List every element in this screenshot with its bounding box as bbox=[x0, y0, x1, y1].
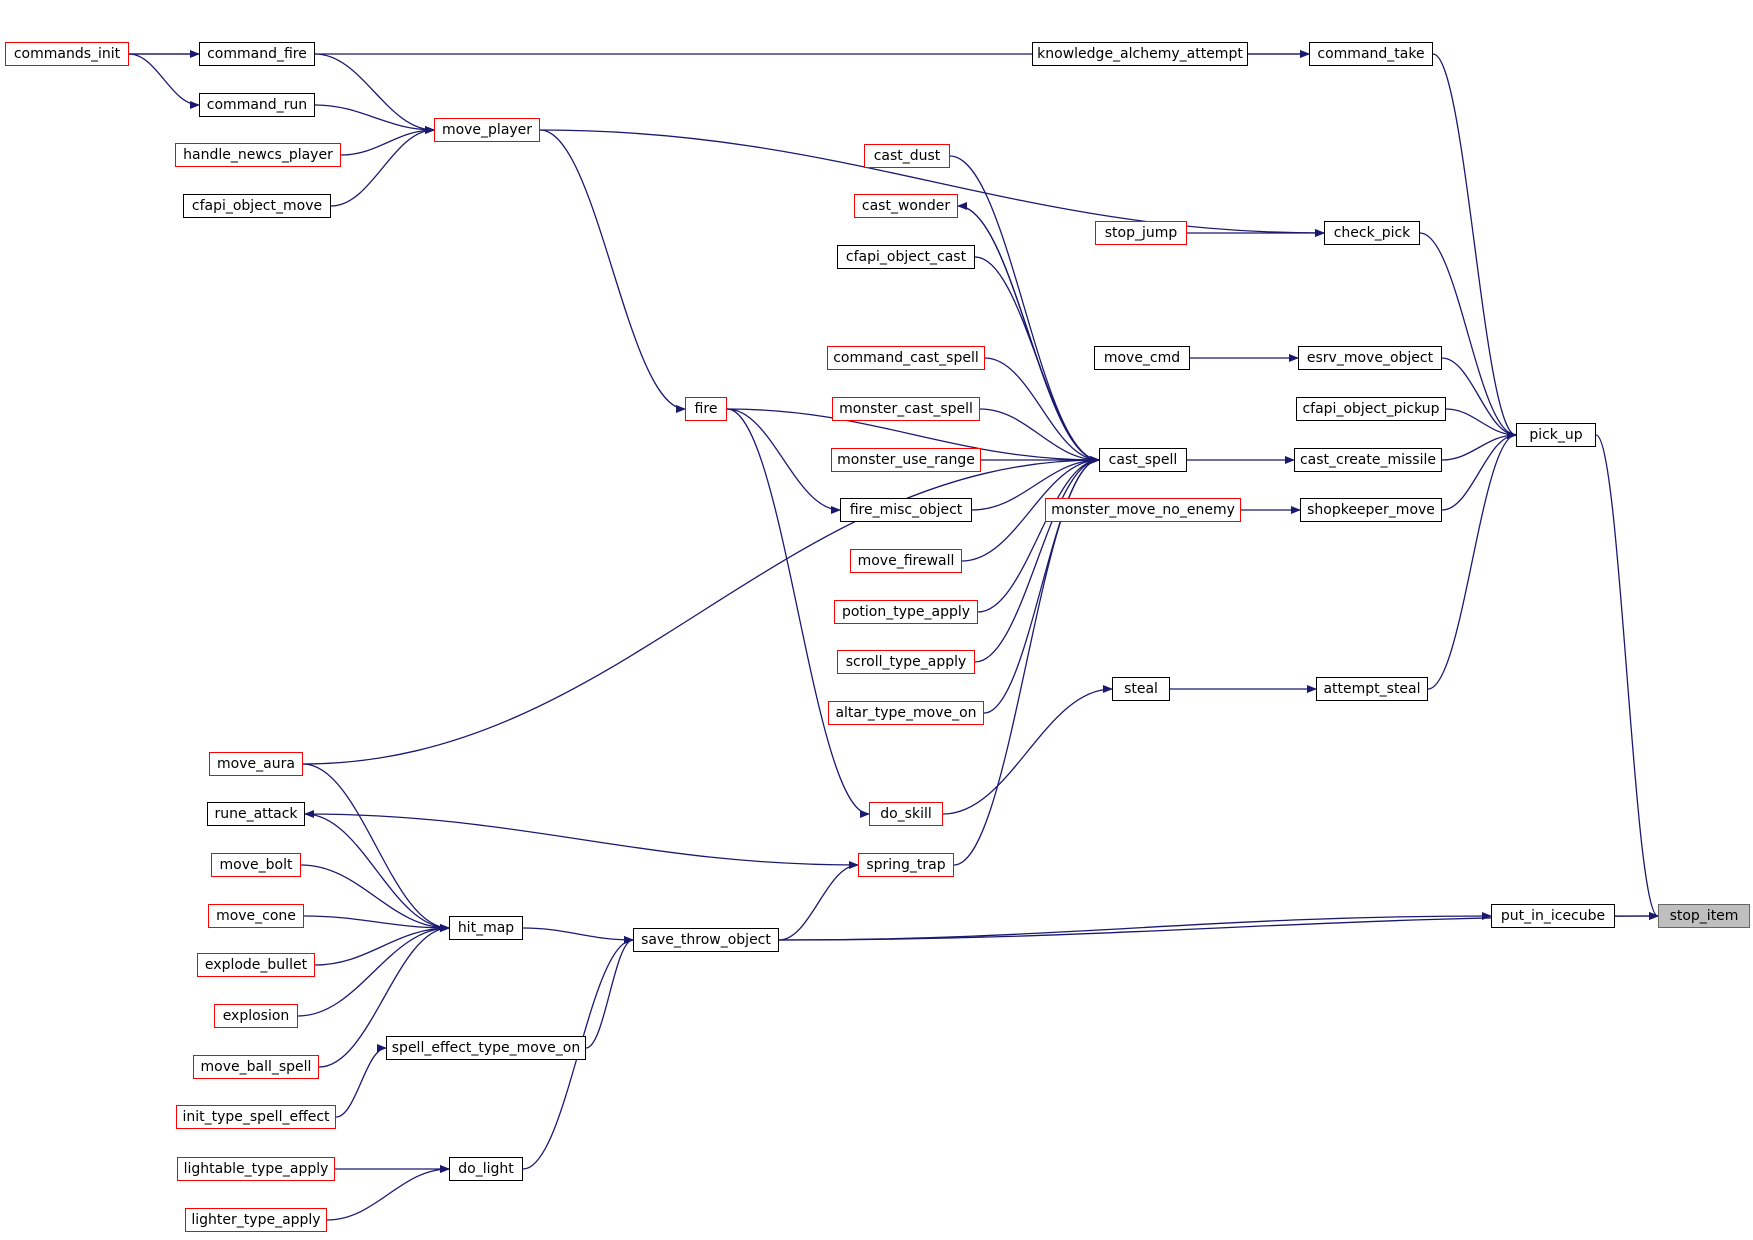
node-cfapi-object-pickup[interactable]: cfapi_object_pickup bbox=[1296, 397, 1446, 421]
edge-fire_misc_object-to-cast_spell bbox=[971, 456, 1100, 511]
node-do-skill[interactable]: do_skill bbox=[869, 802, 943, 826]
edge-attempt_steal-to-pick_up bbox=[1427, 431, 1517, 690]
edge-cfapi_object_move-to-move_player bbox=[330, 126, 435, 207]
edge-hit_map-to-save_throw_object bbox=[522, 927, 634, 944]
node-cast-spell[interactable]: cast_spell bbox=[1099, 448, 1187, 472]
edge-command_cast_spell-to-cast_spell bbox=[984, 357, 1100, 464]
node-lightable-type-apply[interactable]: lightable_type_apply bbox=[177, 1157, 335, 1181]
node-move-firewall[interactable]: move_firewall bbox=[850, 549, 962, 573]
node-fire[interactable]: fire bbox=[685, 397, 727, 421]
node-move-aura[interactable]: move_aura bbox=[209, 752, 303, 776]
node-move-player[interactable]: move_player bbox=[434, 118, 540, 142]
edge-do_skill-to-steal bbox=[942, 685, 1113, 815]
edge-move_cone-to-hit_map bbox=[303, 915, 450, 932]
node-move-cmd[interactable]: move_cmd bbox=[1094, 346, 1190, 370]
edge-move_ball_spell-to-hit_map bbox=[318, 924, 450, 1068]
node-stop-jump[interactable]: stop_jump bbox=[1095, 221, 1187, 245]
node-command-cast-spell[interactable]: command_cast_spell bbox=[827, 346, 985, 370]
edge-move_aura-to-hit_map bbox=[302, 763, 450, 932]
node-put-in-icecube[interactable]: put_in_icecube bbox=[1491, 904, 1615, 928]
node-do-light[interactable]: do_light bbox=[449, 1157, 523, 1181]
node-monster-cast-spell[interactable]: monster_cast_spell bbox=[832, 397, 980, 421]
node-move-ball-spell[interactable]: move_ball_spell bbox=[193, 1055, 319, 1079]
node-fire-misc-object[interactable]: fire_misc_object bbox=[840, 498, 972, 522]
edge-potion_type_apply-to-cast_spell bbox=[977, 456, 1100, 613]
node-command-run[interactable]: command_run bbox=[199, 93, 315, 117]
node-monster-move-no-enemy[interactable]: monster_move_no_enemy bbox=[1045, 498, 1241, 522]
edge-cfapi_object_cast-to-cast_spell bbox=[974, 256, 1100, 464]
node-init-type-spell-effect[interactable]: init_type_spell_effect bbox=[176, 1105, 336, 1129]
edge-monster_cast_spell-to-cast_spell bbox=[979, 408, 1100, 464]
edge-fire-to-do_skill bbox=[726, 408, 870, 818]
edge-move_player-to-fire bbox=[539, 129, 686, 413]
edge-esrv_move_object-to-pick_up bbox=[1441, 357, 1517, 439]
node-stop-item: stop_item bbox=[1658, 904, 1750, 928]
edge-explosion-to-hit_map bbox=[297, 924, 450, 1017]
edge-move_player-to-check_pick bbox=[539, 129, 1325, 237]
node-knowledge-alchemy-attempt[interactable]: knowledge_alchemy_attempt bbox=[1032, 42, 1248, 66]
edge-lighter_type_apply-to-do_light bbox=[326, 1165, 450, 1221]
node-esrv-move-object[interactable]: esrv_move_object bbox=[1298, 346, 1442, 370]
node-cfapi-object-cast[interactable]: cfapi_object_cast bbox=[837, 245, 975, 269]
node-explosion[interactable]: explosion bbox=[214, 1004, 298, 1028]
node-cast-create-missile[interactable]: cast_create_missile bbox=[1294, 448, 1442, 472]
node-cast-wonder[interactable]: cast_wonder bbox=[854, 194, 958, 218]
node-commands-init[interactable]: commands_init bbox=[5, 42, 129, 66]
node-potion-type-apply[interactable]: potion_type_apply bbox=[834, 600, 978, 624]
edge-spring_trap-to-cast_spell bbox=[953, 456, 1100, 866]
node-check-pick[interactable]: check_pick bbox=[1324, 221, 1420, 245]
edge-save_throw_object-to-spring_trap bbox=[778, 861, 859, 941]
edge-command_fire-to-move_player bbox=[314, 53, 435, 134]
node-altar-type-move-on[interactable]: altar_type_move_on bbox=[828, 701, 984, 725]
node-cast-dust[interactable]: cast_dust bbox=[864, 144, 950, 168]
edge-explode_bullet-to-hit_map bbox=[314, 924, 450, 966]
node-save-throw-object[interactable]: save_throw_object bbox=[633, 928, 779, 952]
edge-command_take-to-pick_up bbox=[1432, 53, 1517, 439]
edge-fire-to-cast_spell bbox=[726, 408, 1100, 464]
node-steal[interactable]: steal bbox=[1112, 677, 1170, 701]
node-monster-use-range[interactable]: monster_use_range bbox=[831, 448, 981, 472]
edge-move_aura-to-cast_spell bbox=[302, 456, 1100, 765]
node-move-bolt[interactable]: move_bolt bbox=[211, 853, 301, 877]
edge-command_run-to-move_player bbox=[314, 104, 435, 134]
node-cfapi-object-move[interactable]: cfapi_object_move bbox=[183, 194, 331, 218]
edge-move_firewall-to-cast_spell bbox=[961, 456, 1100, 562]
edge-move_bolt-to-hit_map bbox=[300, 864, 450, 932]
edge-check_pick-to-pick_up bbox=[1419, 232, 1517, 439]
node-hit-map[interactable]: hit_map bbox=[449, 916, 523, 940]
edge-spring_trap-to-rune_attack bbox=[304, 810, 859, 866]
node-shopkeeper-move[interactable]: shopkeeper_move bbox=[1300, 498, 1442, 522]
node-scroll-type-apply[interactable]: scroll_type_apply bbox=[837, 650, 975, 674]
node-lighter-type-apply[interactable]: lighter_type_apply bbox=[185, 1208, 327, 1232]
edge-init_type_spell_effect-to-spell_effect_type_move_on bbox=[335, 1044, 387, 1118]
node-command-fire[interactable]: command_fire bbox=[199, 42, 315, 66]
edge-rune_attack-to-hit_map bbox=[304, 813, 450, 932]
edge-fire-to-fire_misc_object bbox=[726, 408, 841, 514]
node-explode-bullet[interactable]: explode_bullet bbox=[197, 953, 315, 977]
edge-scroll_type_apply-to-cast_spell bbox=[974, 456, 1100, 663]
edge-commands_init-to-command_run bbox=[128, 53, 200, 109]
node-rune-attack[interactable]: rune_attack bbox=[207, 802, 305, 826]
edge-shopkeeper_move-to-pick_up bbox=[1441, 431, 1517, 511]
edge-spell_effect_type_move_on-to-save_throw_object bbox=[585, 936, 634, 1049]
node-spring-trap[interactable]: spring_trap bbox=[858, 853, 954, 877]
node-pick-up[interactable]: pick_up bbox=[1516, 423, 1596, 447]
edge-cast_spell-to-cast_wonder bbox=[957, 202, 1100, 461]
edge-pick_up-to-stop_item bbox=[1595, 434, 1659, 920]
node-handle-newcs-player[interactable]: handle_newcs_player bbox=[175, 143, 341, 167]
edge-handle_newcs_player-to-move_player bbox=[340, 126, 435, 156]
node-attempt-steal[interactable]: attempt_steal bbox=[1316, 677, 1428, 701]
node-move-cone[interactable]: move_cone bbox=[208, 904, 304, 928]
node-spell-effect-type-move-on[interactable]: spell_effect_type_move_on bbox=[386, 1036, 586, 1060]
node-command-take[interactable]: command_take bbox=[1309, 42, 1433, 66]
edge-save_throw_object-to-put_in_icecube bbox=[778, 912, 1492, 941]
